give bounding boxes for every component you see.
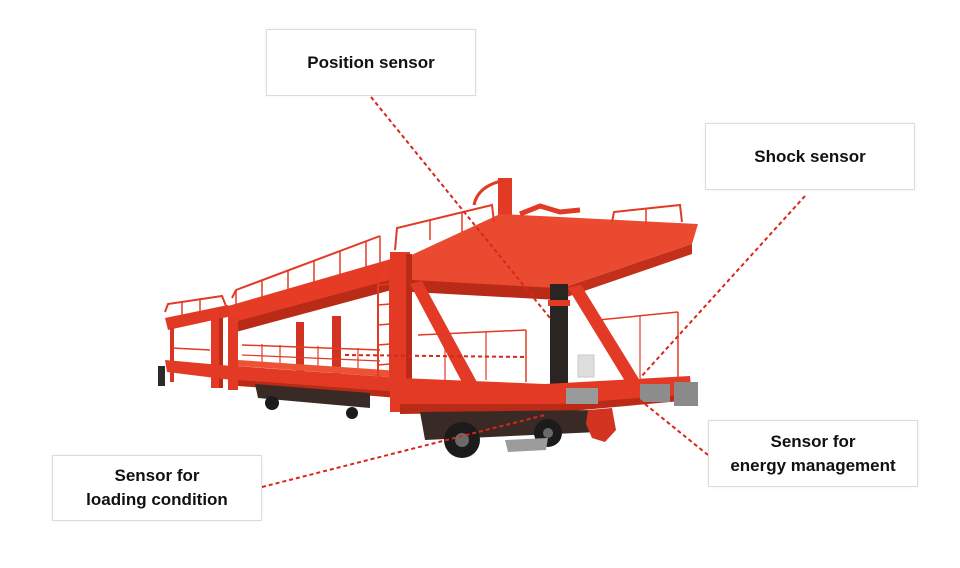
energy-sensor-text-line1: Sensor for — [770, 431, 856, 451]
wagon-far-end — [158, 294, 232, 388]
shock-sensor-leader — [639, 195, 806, 379]
loading-sensor-text-line1: Sensor for — [114, 466, 200, 485]
position-sensor-leader — [370, 96, 551, 319]
energy-sensor-label: Sensor for energy management — [708, 420, 918, 487]
shock-sensor-text: Shock sensor — [754, 146, 866, 166]
shock-sensor-label: Shock sensor — [705, 123, 915, 190]
loading-sensor-leader — [261, 414, 546, 488]
position-sensor-text: Position sensor — [307, 52, 435, 72]
wagon-near-end — [390, 178, 698, 458]
loading-sensor-text-line2: loading condition — [86, 490, 228, 509]
loading-sensor-label: Sensor for loading condition — [52, 455, 262, 521]
position-sensor-label: Position sensor — [266, 29, 476, 96]
energy-sensor-text-line2: energy management — [730, 455, 896, 475]
energy-sensor-leader — [639, 399, 709, 456]
sensor-trace-horizontal — [344, 354, 528, 358]
wagon-middle-section — [228, 235, 410, 419]
leader-lines — [261, 96, 806, 488]
